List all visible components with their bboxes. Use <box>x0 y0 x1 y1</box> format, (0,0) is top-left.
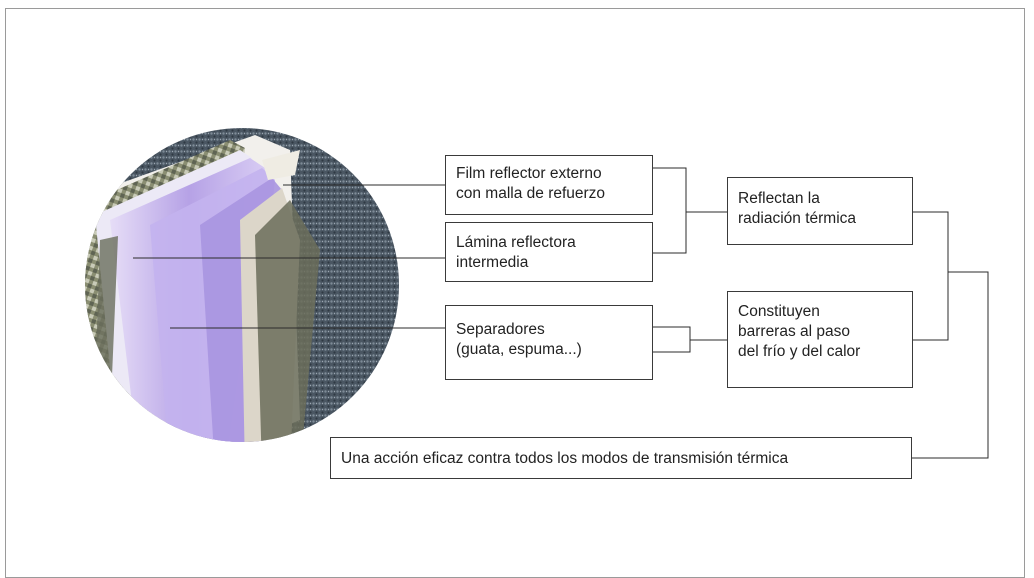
insulation-diagram <box>85 128 989 459</box>
label-lamina-reflectora: Lámina reflectora intermedia <box>445 222 653 282</box>
bracket-constituyen <box>653 326 727 353</box>
label-separadores: Separadores (guata, espuma...) <box>445 305 653 380</box>
lamina-line-1: Lámina reflectora <box>456 234 576 251</box>
label-film-reflector-externo: Film reflector externo con malla de refu… <box>445 155 653 215</box>
bracket-summary <box>912 211 989 459</box>
reflectan-line-2: radiación térmica <box>738 210 857 227</box>
film-line-2: con malla de refuerzo <box>456 185 606 202</box>
bracket-reflectan <box>653 167 727 254</box>
label-summary: Una acción eficaz contra todos los modos… <box>330 437 912 479</box>
lamina-line-2: intermedia <box>456 254 529 271</box>
constituyen-line-2: barreras al paso <box>738 323 851 340</box>
label-constituyen-barreras: Constituyen barreras al paso del frío y … <box>727 291 913 388</box>
separadores-line-2: (guata, espuma...) <box>456 341 582 358</box>
label-reflectan-radiacion: Reflectan la radiación térmica <box>727 177 913 245</box>
film-line-1: Film reflector externo <box>456 165 602 182</box>
constituyen-line-3: del frío y del calor <box>738 343 861 360</box>
constituyen-line-1: Constituyen <box>738 303 820 320</box>
insulation-photo <box>85 128 399 442</box>
separadores-line-1: Separadores <box>456 321 545 338</box>
reflectan-line-1: Reflectan la <box>738 190 820 207</box>
